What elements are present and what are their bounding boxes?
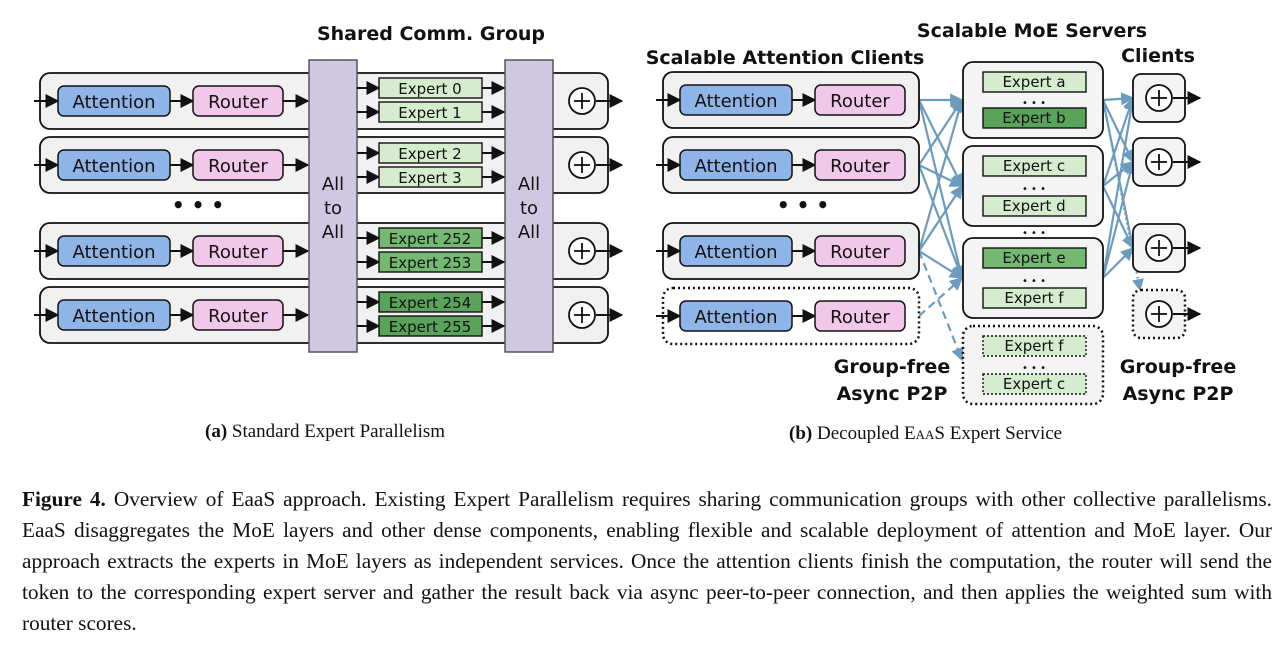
expert-a-label-7: Expert 255 — [389, 318, 472, 336]
server-1-dots: • • • — [1022, 184, 1046, 195]
link-client-2-server-0 — [917, 98, 966, 252]
link-server-0-sum-0 — [1102, 92, 1135, 106]
panel-b-caption-prefix: Decoupled — [816, 423, 900, 444]
group-free-left-l1: Group-free — [834, 356, 950, 378]
all-to-all-right — [504, 59, 554, 353]
server-0-expert-2 — [982, 107, 1087, 129]
server-0-expert-1-label: Expert a — [1002, 73, 1065, 91]
expert-a-label-6: Expert 254 — [389, 294, 472, 312]
router-label-b-2: Router — [830, 242, 890, 263]
panel-b-ellipsis: • • • — [777, 193, 829, 217]
link-client-2-server-2 — [918, 250, 964, 279]
server-2-dots: • • • — [1022, 276, 1046, 287]
panel-b-connections — [917, 92, 1144, 362]
figure-caption-label: Figure 4. — [22, 487, 106, 511]
server-2-expert-2-label: Expert f — [1004, 289, 1064, 307]
expert-a-label-4: Expert 252 — [389, 230, 472, 248]
panel-b-caption: (b) Decoupled EaaS Expert Service — [789, 423, 1062, 445]
panel-b-right-clients-title: Clients — [1121, 45, 1195, 67]
server-1-expert-2 — [982, 195, 1087, 217]
router-label-a-0: Router — [208, 92, 268, 113]
panel-b-clients-title: Scalable Attention Clients — [646, 47, 925, 69]
server-2-expert-1 — [982, 247, 1087, 269]
server-3-expert-1 — [982, 335, 1087, 357]
expert-a-label-1: Expert 1 — [398, 104, 461, 122]
all-to-all-right-l2: to — [520, 198, 538, 219]
link-client-0-server-2 — [917, 99, 966, 280]
server-1-expert-2-label: Expert d — [1002, 197, 1065, 215]
link-server-2-sum-0 — [1101, 96, 1138, 279]
panel-a-ellipsis: • • • — [172, 193, 224, 217]
link-client-1-server-0 — [918, 98, 963, 166]
group-free-right-l2: Async P2P — [1123, 383, 1234, 405]
expert-a-label-0: Expert 0 — [398, 80, 461, 98]
link-client-0-server-1 — [918, 99, 963, 188]
router-block-b-2 — [814, 235, 906, 267]
panel-b-caption-label: (b) — [789, 423, 813, 444]
attention-label-a-3: Attention — [72, 306, 155, 327]
link-server-0-sum-1 — [1102, 99, 1134, 164]
panel-a-caption-text: Standard Expert Parallelism — [231, 421, 446, 442]
figure-caption-text: Overview of EaaS approach. Existing Expe… — [22, 487, 1272, 635]
router-block-b-1 — [814, 149, 906, 181]
panel-b-client-sums — [1131, 73, 1202, 340]
expert-a-label-5: Expert 253 — [389, 254, 472, 272]
server-0-expert-2-label: Expert b — [1002, 109, 1065, 127]
router-label-b-1: Router — [830, 156, 890, 177]
servers-between-dots: • • • — [1022, 228, 1046, 239]
router-label-a-2: Router — [208, 242, 268, 263]
server-3-expert-1-label: Expert f — [1004, 337, 1064, 355]
attention-label-a-0: Attention — [72, 92, 155, 113]
group-free-right-l1: Group-free — [1120, 356, 1236, 378]
server-3-dots: • • • — [1022, 363, 1046, 374]
server-0-dots: • • • — [1022, 98, 1046, 109]
panel-a-experts: Expert 0 Expert 1 Expert 2 Expert 3 Expert 2… — [357, 77, 506, 337]
panel-a-title: Shared Comm. Group — [317, 23, 545, 45]
link-client-3-server-2 — [918, 277, 963, 317]
panel-b-servers-title: Scalable MoE Servers — [917, 20, 1147, 42]
attention-label-b-1: Attention — [694, 156, 777, 177]
group-free-left-l2: Async P2P — [837, 383, 948, 405]
attention-label-a-2: Attention — [72, 242, 155, 263]
figure-caption: Figure 4. Overview of EaaS approach. Exi… — [22, 484, 1272, 639]
all-to-all-left-l1: All — [322, 174, 344, 195]
all-to-all-left — [308, 59, 358, 353]
panel-a-caption-label: (a) — [205, 421, 228, 442]
link-client-1-server-2 — [917, 164, 964, 280]
link-server-2-sum-1 — [1101, 160, 1137, 279]
router-label-a-3: Router — [208, 306, 268, 327]
attention-label-b-3: Attention — [694, 307, 777, 328]
server-3-expert-2-label: Expert c — [1003, 375, 1065, 393]
link-client-2-server-1 — [918, 184, 963, 252]
router-label-b-3: Router — [830, 307, 890, 328]
server-1-expert-1 — [982, 155, 1087, 177]
link-server-2-sum-2 — [1102, 247, 1134, 279]
panel-b-caption-suffix: Expert Service — [949, 423, 1063, 444]
panel-a-caption: (a) Standard Expert Parallelism — [205, 421, 445, 443]
link-server-1-sum-0 — [1101, 96, 1136, 187]
server-2-expert-1-label: Expert e — [1002, 249, 1065, 267]
all-to-all-right-l1: All — [518, 174, 540, 195]
all-to-all-left-l2: to — [324, 198, 342, 219]
server-3-expert-2 — [982, 373, 1087, 395]
all-to-all-right-l3: All — [518, 222, 540, 243]
router-block-b-3 — [814, 300, 906, 332]
server-0-expert-1 — [982, 71, 1087, 93]
expert-a-label-2: Expert 2 — [398, 145, 461, 163]
router-label-a-1: Router — [208, 156, 268, 177]
expert-a-label-3: Expert 3 — [398, 169, 461, 187]
server-2-expert-2 — [982, 287, 1087, 309]
attention-label-a-1: Attention — [72, 156, 155, 177]
attention-label-b-2: Attention — [694, 242, 777, 263]
all-to-all-left-l3: All — [322, 222, 344, 243]
panel-b-caption-sc: EaaS — [904, 423, 945, 444]
router-block-b-0 — [814, 84, 906, 116]
router-label-b-0: Router — [830, 91, 890, 112]
server-1-expert-1-label: Expert c — [1003, 157, 1065, 175]
link-client-2-server-3 — [917, 250, 964, 362]
attention-label-b-0: Attention — [694, 91, 777, 112]
